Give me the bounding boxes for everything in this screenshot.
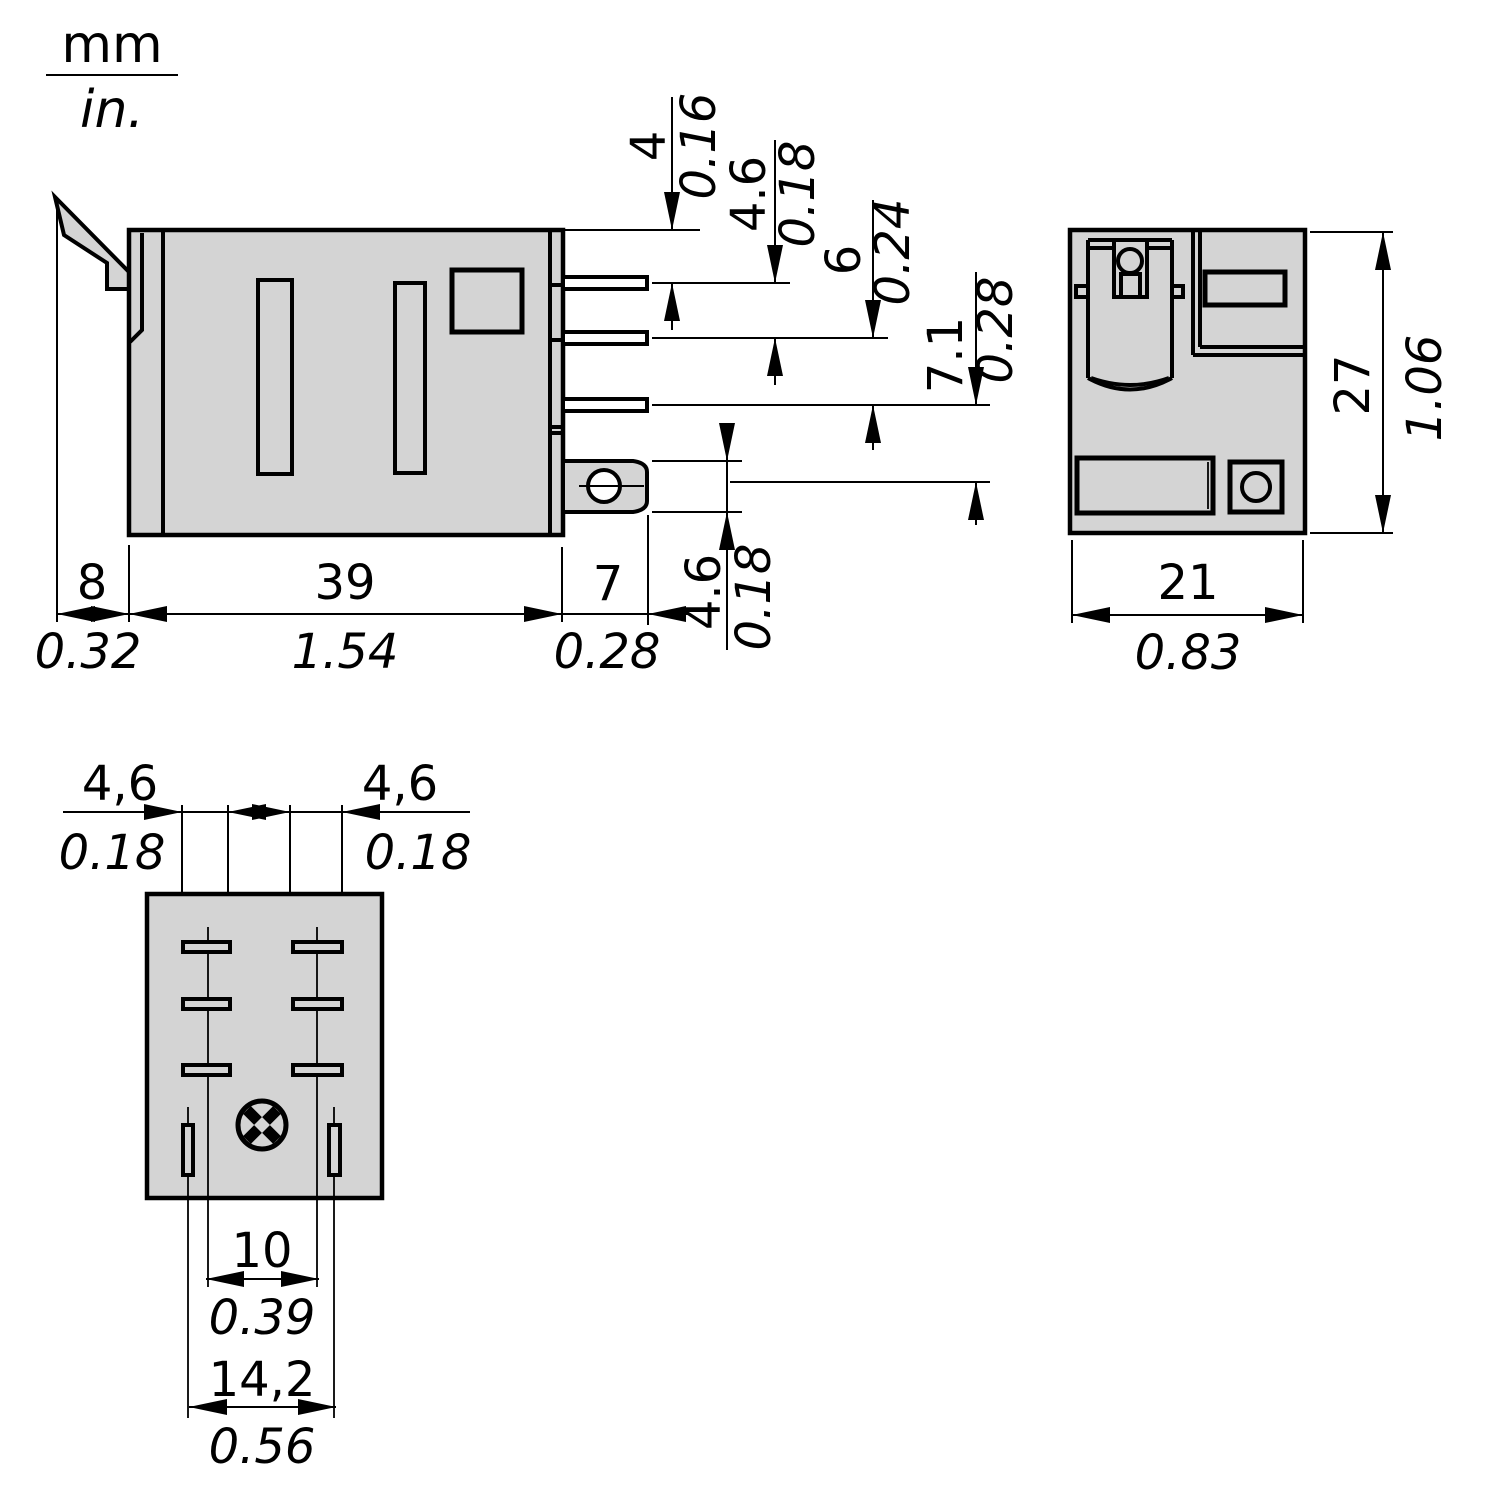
marking-window-front: [1202, 269, 1288, 308]
clip-bottom-inner-arc: [1090, 376, 1170, 387]
side-pin-dimensions: 4 0.16 4.6 0.18 6 0.24 7.1 0.28: [565, 93, 1024, 525]
dim-width-in: 0.83: [1135, 625, 1242, 681]
bottom-top-dimensions: 4,6 0.18 4,6 0.18: [59, 756, 472, 932]
front-view: 27 1.06 21 0.83: [1067, 227, 1453, 681]
contact-slot: [181, 997, 232, 1011]
label-window: [1074, 455, 1216, 516]
dim-body-width-mm: 39: [314, 555, 375, 611]
marking-window-side: [449, 267, 525, 335]
arrowhead: [144, 804, 182, 820]
arrowhead: [719, 512, 735, 550]
arrowhead: [298, 1399, 336, 1415]
lever-groove-line: [128, 233, 144, 344]
arrowhead: [664, 192, 680, 230]
coding-screw-symbol: [235, 1098, 289, 1152]
dim-pin1-mm: 4: [621, 131, 677, 162]
contact-slot: [181, 940, 232, 954]
bottom-pitch-dimension: 10 0.39: [206, 1223, 319, 1346]
clip-bottom-arc: [1087, 376, 1173, 392]
arrowhead: [719, 423, 735, 461]
dim-pitch-mm: 10: [231, 1223, 292, 1279]
dim-body-width-in: 1.54: [292, 624, 399, 680]
arrowhead: [206, 1271, 244, 1287]
dim-pin2-in: 0.18: [770, 141, 826, 248]
dim-pin1-in: 0.16: [671, 93, 727, 200]
dim-height-mm: 27: [1325, 354, 1381, 415]
dim-pin3-in: 0.24: [865, 199, 921, 306]
dim-slot-pitch-mm: 14,2: [209, 1352, 316, 1408]
units-legend: mm in.: [46, 15, 178, 140]
dim-lever-in: 0.32: [35, 624, 142, 680]
pin-blade-1: [561, 275, 649, 291]
clip-side-tab-left: [1074, 284, 1090, 299]
front-width-dimension: 21 0.83: [1071, 540, 1304, 681]
arrowhead: [129, 606, 167, 622]
dim-pin3-mm: 6: [816, 245, 872, 276]
arrowhead: [524, 606, 562, 622]
clip-stem: [1119, 272, 1142, 299]
dim-pin-width-right-mm: 4,6: [362, 756, 438, 812]
arrowhead: [189, 1399, 227, 1415]
coding-circle: [235, 1098, 289, 1152]
arrowhead: [342, 804, 380, 820]
arrowhead: [281, 1271, 319, 1287]
arrowhead: [252, 804, 290, 820]
arrowhead: [1375, 495, 1391, 533]
coil-slot-right: [327, 1123, 342, 1177]
pin-blade-2: [561, 330, 649, 346]
contact-slot: [181, 1063, 232, 1077]
vent-slot-1: [256, 278, 294, 476]
dim-pin4-in: 0.28: [968, 277, 1024, 384]
arrowhead: [664, 283, 680, 321]
dim-tab-length-mm: 7: [593, 556, 624, 612]
arrowhead: [968, 367, 984, 405]
arrowhead: [1375, 232, 1391, 270]
dim-pin2-mm: 4.6: [721, 156, 777, 232]
side-view: 8 0.32 39 1.54 7 0.28 4 0.16 4.6 0.18: [35, 93, 1024, 680]
legend-mm-label: mm: [61, 15, 162, 75]
arrowhead: [865, 300, 881, 338]
arrowhead: [767, 338, 783, 376]
clip-pivot-circle: [1116, 247, 1144, 275]
pin-blade-3: [561, 397, 649, 413]
side-bottom-dimensions: 8 0.32 39 1.54 7 0.28: [35, 210, 688, 680]
legend-in-label: in.: [80, 80, 144, 140]
front-height-dimension: 27 1.06: [1310, 231, 1453, 534]
dim-pin-width-left-in: 0.18: [59, 825, 166, 881]
contact-slot: [291, 940, 344, 954]
vent-slot-2: [393, 281, 427, 475]
indicator-square: [1227, 459, 1285, 515]
contact-slot: [291, 997, 344, 1011]
arrowhead: [767, 245, 783, 283]
dim-tab-length-in: 0.28: [554, 624, 661, 680]
contact-slot: [291, 1063, 344, 1077]
dim-pin-width-right-in: 0.18: [365, 825, 472, 881]
dim-slot-pitch-in: 0.56: [209, 1419, 316, 1475]
bottom-view: 4,6 0.18 4,6 0.18: [59, 756, 472, 1475]
clip-side-tab-right: [1170, 284, 1185, 299]
arrowhead: [865, 405, 881, 443]
dim-tab-height-in: 0.18: [726, 544, 782, 651]
dim-pin4-mm: 7.1: [918, 317, 974, 393]
front-marking-panel: [1191, 230, 1305, 357]
dim-width-mm: 21: [1157, 555, 1218, 611]
front-clip: [1074, 238, 1185, 392]
dim-height-in: 1.06: [1397, 335, 1453, 442]
dim-tab-height-mm: 4.6: [676, 554, 732, 630]
coil-slot-left: [181, 1123, 195, 1177]
dim-pin-width-left-mm: 4,6: [82, 756, 158, 812]
side-tab-dimension: 4.6 0.18: [652, 423, 782, 650]
dim-pitch-in: 0.39: [209, 1290, 316, 1346]
arrowhead: [91, 606, 129, 622]
arrowhead: [57, 606, 95, 622]
arrowhead: [968, 482, 984, 520]
coding-x-center: [254, 1117, 270, 1133]
indicator-circle: [1240, 471, 1272, 503]
arrowhead: [648, 606, 686, 622]
dim-lever-mm: 8: [77, 555, 108, 611]
arrowhead: [1265, 607, 1303, 623]
bottom-slot-pitch-dimension: 14,2 0.56: [189, 1352, 336, 1475]
arrowhead: [1072, 607, 1110, 623]
